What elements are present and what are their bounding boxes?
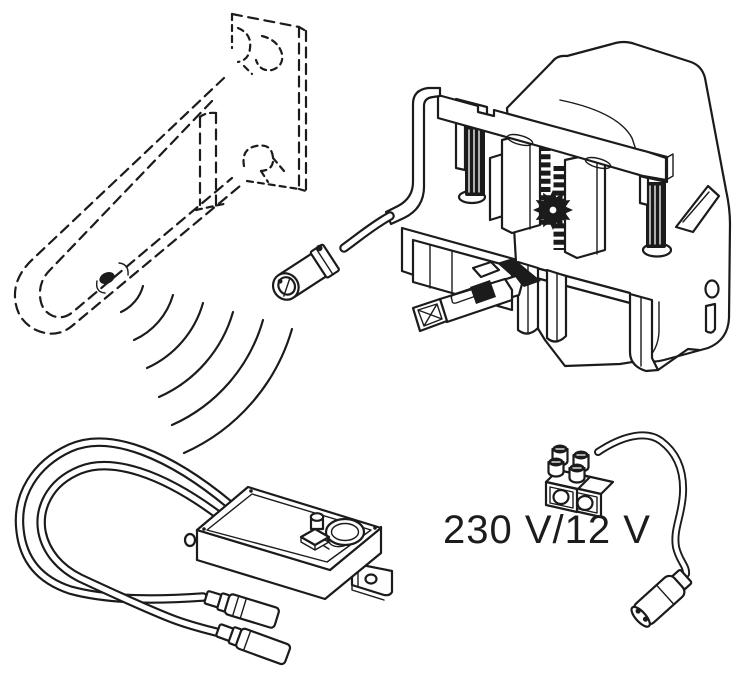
connector-pin [635,608,641,614]
receiver-control-box-icon [14,437,394,666]
box-top-face [195,485,383,572]
plug-connector-1 [203,590,280,629]
rail-arm-outer [13,76,242,335]
spring-rod-right [646,182,666,248]
radio-signal-waves-icon [119,284,294,455]
plug-connector-2 [215,623,292,666]
bracket-edges [230,12,308,193]
right-wedge-flap [674,184,721,234]
knob-skirt [326,537,345,548]
spring-rod-left [465,126,485,196]
terminal-hole-front [552,488,570,506]
wave-arc-4 [157,310,235,399]
corner-screw [202,527,206,531]
spring-hatch [468,129,480,193]
wave-arc-2 [132,293,175,342]
spring-hatch [649,185,661,245]
wave-arc-3 [145,301,205,370]
voltage-label: 230 V/12 V [443,508,651,552]
frame-right-leg [628,292,660,373]
connector-body [235,627,292,666]
clamp-bar-endcap [665,153,674,181]
pivot-housing-detail [236,26,252,64]
connector-body [223,593,280,629]
actuator-cable-connector [271,243,340,301]
box-top-rim [206,493,372,563]
setting-knob-inner [330,522,360,542]
actuator-cable-core [341,213,393,251]
folding-support-rail-icon [13,12,308,335]
frame-bottom-edge [656,347,701,372]
collar-ring [315,247,334,276]
body-side-hole [704,279,720,299]
plug-clamp-jaw-outline [471,260,501,279]
cable-gland [183,532,197,548]
rail-post-ends [194,111,230,212]
left-hook-flange [454,120,467,172]
connector-key [283,278,291,297]
rail-post [198,111,218,210]
wave-arc-6 [182,327,294,455]
terminal-screws [547,444,590,484]
plug-black-band [470,280,496,304]
plug-face-cross [417,303,443,327]
connector-pin [642,616,649,622]
right-wedge-line [682,191,710,223]
connector-ridge [242,630,252,652]
pivot-stub [242,144,275,173]
barrel-connector [630,569,693,628]
pivot-housing-detail [242,64,254,76]
clamp-slot [584,156,612,170]
plug-clamp-jaw [497,258,541,287]
right-hook-flange [638,174,650,207]
clamp-bar [436,93,668,182]
pivot-housing-detail [254,34,284,72]
rack-right [563,151,607,260]
remote-button [99,271,115,285]
pinion-axle-hole [547,204,559,216]
pairing-button-top [309,512,325,522]
housing-front-corner [559,99,637,151]
supply-cable-core [595,433,689,577]
flush-actuator-icon [271,40,732,373]
connector-pin [277,278,283,284]
wave-arc-5 [170,318,265,427]
window-struts [429,244,453,295]
clamp-slot [506,133,534,147]
connector-face-inner [277,276,297,296]
remote-button-frame [95,262,129,294]
bracket-top-edge [230,12,301,29]
connector-screw [316,244,323,252]
corner-screw [249,489,253,493]
frame-left-arm [384,86,442,226]
rack-left [500,131,542,235]
receiver-cable-2-core [38,463,228,635]
connector-seam [655,584,675,606]
pivot-stub-links [259,156,286,184]
mounting-tab-hole [364,573,378,585]
power-supply-icon: 230 V/12 V [443,431,693,628]
wave-arc-1 [119,284,145,314]
connector-ridges [231,595,248,620]
button-base-thickness [300,536,330,551]
body-side-tab [704,302,717,334]
corner-screw [373,526,377,530]
rail-arm-inner [38,99,234,319]
